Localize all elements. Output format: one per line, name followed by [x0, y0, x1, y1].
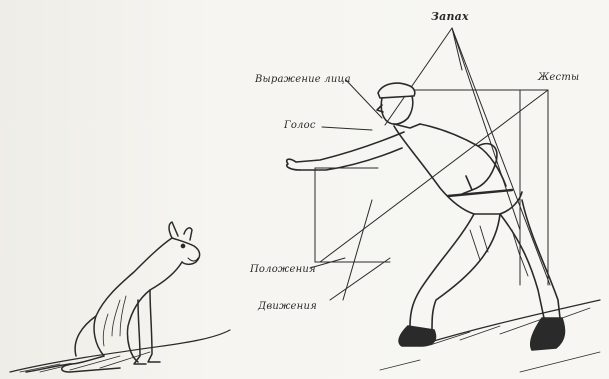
label-smell: Запах — [431, 10, 469, 23]
label-facial-expression: Выражение лица — [255, 74, 351, 85]
label-movements: Движения — [258, 301, 317, 312]
label-positions: Положения — [250, 264, 316, 275]
diagram-frame-lines — [310, 28, 550, 300]
handler-ground-shadow — [420, 300, 600, 345]
label-gestures: Жесты — [538, 72, 579, 83]
dog-figure — [26, 222, 200, 372]
handler-figure — [287, 83, 565, 350]
label-voice: Голос — [284, 120, 316, 131]
